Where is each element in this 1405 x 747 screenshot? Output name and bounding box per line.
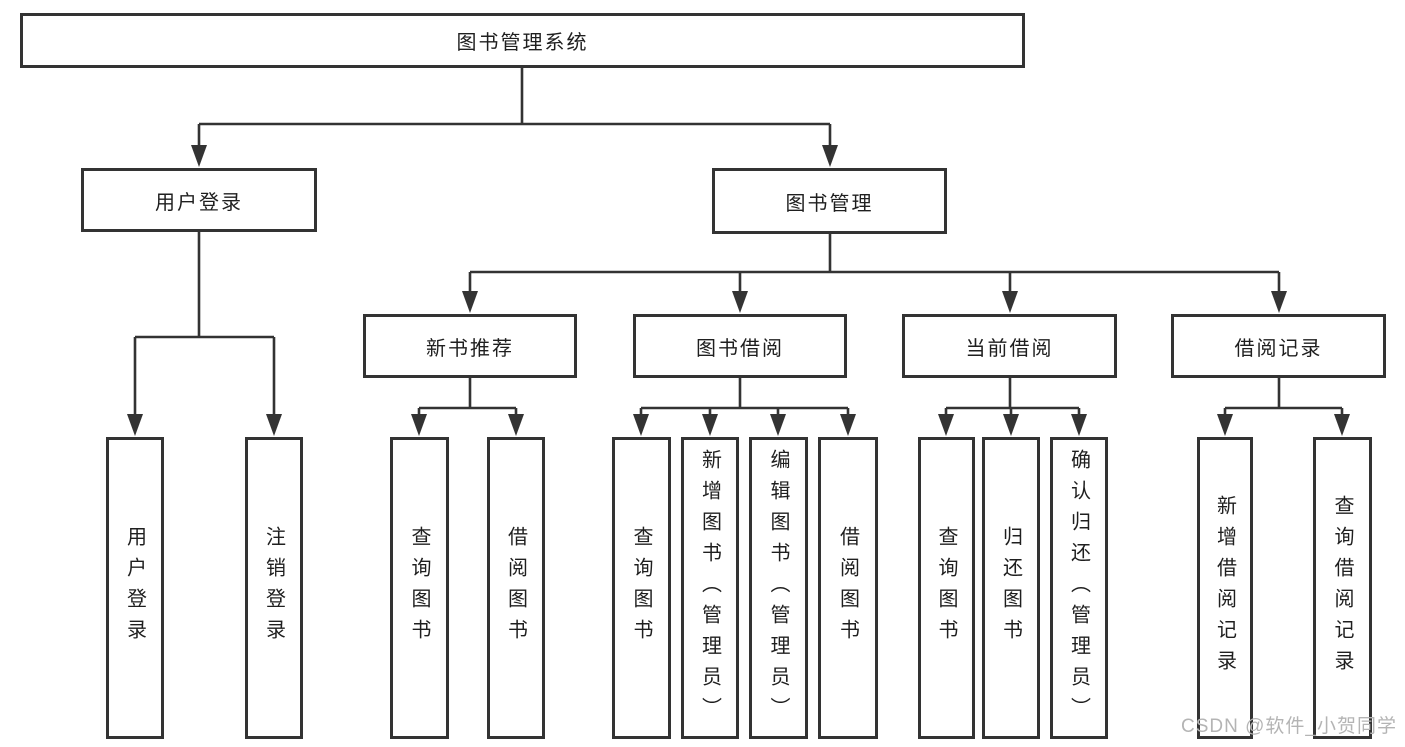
leaf-add-borrow-record: 新增借阅记录	[1197, 437, 1253, 739]
connector-new-book-children	[411, 378, 524, 436]
connector-book-mgmt-children	[462, 234, 1287, 313]
leaf-return-book: 归还图书	[982, 437, 1040, 739]
node-book-borrowing: 图书借阅	[633, 314, 847, 378]
leaf-query-book-3: 查询图书	[918, 437, 975, 739]
node-new-book-recommend: 新书推荐	[363, 314, 577, 378]
leaf-confirm-return-admin: 确认归还（管理员）	[1050, 437, 1108, 739]
leaf-user-login: 用户登录	[106, 437, 164, 739]
node-user-login: 用户登录	[81, 168, 317, 232]
connector-current-children	[938, 378, 1087, 436]
csdn-watermark: CSDN @软件_小贺同学	[1181, 716, 1397, 737]
connector-borrowing-children	[633, 378, 856, 436]
leaf-query-book-2: 查询图书	[612, 437, 671, 739]
node-borrowing-records: 借阅记录	[1171, 314, 1386, 378]
leaf-borrow-book-1: 借阅图书	[487, 437, 545, 739]
leaf-borrow-book-2: 借阅图书	[818, 437, 878, 739]
node-current-borrowing: 当前借阅	[902, 314, 1117, 378]
leaf-query-book-1: 查询图书	[390, 437, 449, 739]
connector-user-login-children	[127, 232, 282, 436]
leaf-add-book-admin: 新增图书（管理员）	[681, 437, 739, 739]
node-root-system: 图书管理系统	[20, 13, 1025, 68]
connector-records-children	[1217, 378, 1350, 436]
leaf-logout: 注销登录	[245, 437, 303, 739]
connector-root-children	[191, 68, 838, 167]
leaf-query-borrow-record: 查询借阅记录	[1313, 437, 1372, 739]
node-book-management: 图书管理	[712, 168, 947, 234]
leaf-edit-book-admin: 编辑图书（管理员）	[749, 437, 808, 739]
